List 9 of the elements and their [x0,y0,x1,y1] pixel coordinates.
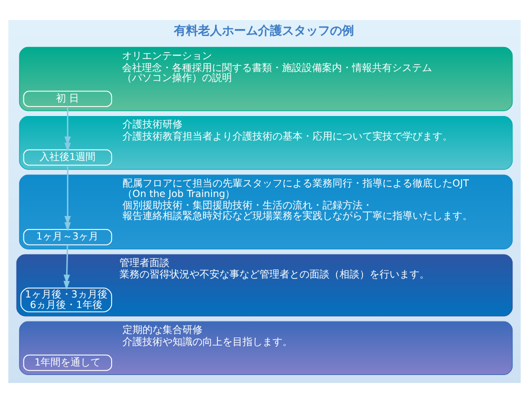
arrow [64,164,71,231]
node-box: 1ヶ月～3ヶ月 [23,228,112,245]
node-box: 1年間を通して [23,354,112,370]
node-box: 入社後1週間 [23,148,112,166]
diagram-title: 有料老人ホーム介護スタッフの例 [174,22,354,37]
node-box: 初 日 [23,90,112,107]
arrow [64,106,71,152]
arrow [63,244,70,290]
node-box: 1ヶ月後・3ヵ月後6ヵ月後・1年後 [20,287,112,312]
